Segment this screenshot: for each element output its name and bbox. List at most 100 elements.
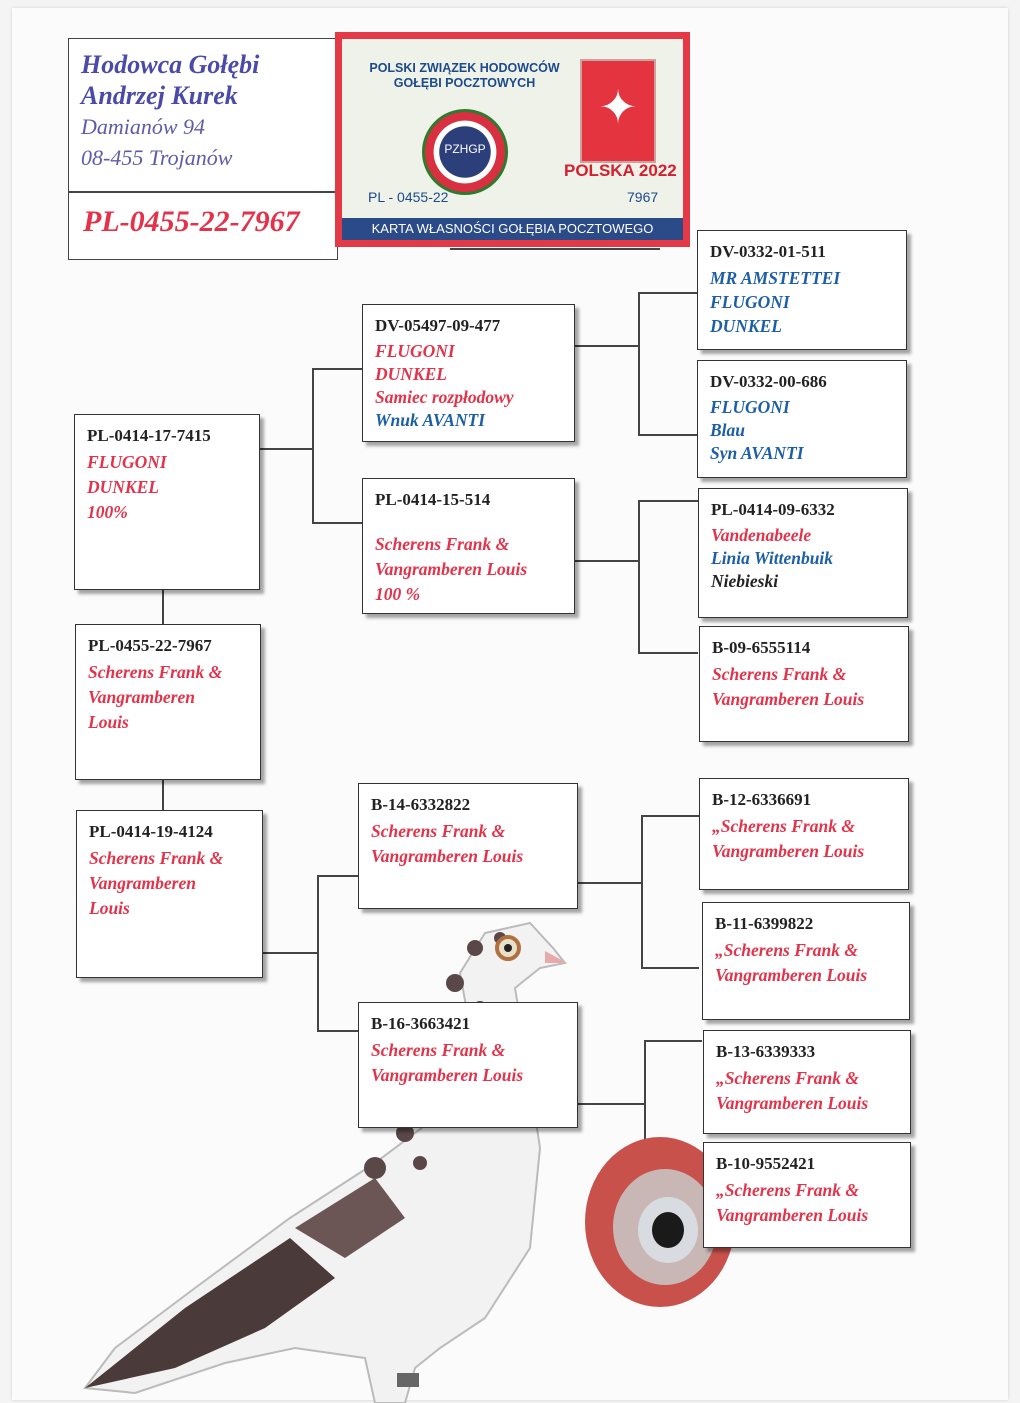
great-grandparent-6-box: B-11-6399822 „Scherens Frank & Vangrambe… xyxy=(702,902,910,1020)
owner-block: Hodowca Gołębi Andrzej Kurek Damianów 94… xyxy=(68,38,338,260)
connector-dam-out xyxy=(263,952,318,954)
gg1-line: FLUGONI xyxy=(710,292,790,312)
connector-to-gg1 xyxy=(638,292,698,294)
sire-line: FLUGONI xyxy=(87,452,167,472)
dam-dam-line: Vangramberen Louis xyxy=(371,1065,524,1085)
connector-dam-vertical xyxy=(317,875,319,1030)
connector-to-gg2 xyxy=(638,434,698,436)
card-org-line2: GOŁĘBI POCZTOWYCH xyxy=(393,76,536,90)
dam-sire-line: Scherens Frank & xyxy=(371,821,506,841)
subject-id: PL-0455-22-7967 xyxy=(88,636,212,655)
sire-dam-line: Vangramberen Louis xyxy=(375,559,528,579)
sire-sire-line: DUNKEL xyxy=(375,364,447,384)
dam-dam-id: B-16-3663421 xyxy=(371,1014,471,1033)
connector-sire-subject xyxy=(162,590,164,625)
gg7-line: Vangramberen Louis xyxy=(716,1093,869,1113)
connector-ds-vertical xyxy=(641,815,643,967)
sire-id: PL-0414-17-7415 xyxy=(87,426,211,445)
dam-sire-line: Vangramberen Louis xyxy=(371,846,524,866)
gg3-line: Niebieski xyxy=(711,571,779,591)
sire-dam-line: 100 % xyxy=(375,584,421,604)
connector-sire-vertical xyxy=(312,368,314,522)
sire-sire-box: DV-05497-09-477 FLUGONI DUNKEL Samiec ro… xyxy=(362,304,575,442)
gg6-line: Vangramberen Louis xyxy=(715,965,868,985)
card-organisation: POLSKI ZWIĄZEK HODOWCÓW GOŁĘBI POCZTOWYC… xyxy=(352,61,577,91)
connector-ss-out xyxy=(575,345,640,347)
gg1-line: DUNKEL xyxy=(710,316,782,336)
great-grandparent-1-box: DV-0332-01-511 MR AMSTETTEI FLUGONI DUNK… xyxy=(697,230,907,350)
card-ring-prefix: PL - 0455-22 xyxy=(368,189,449,205)
great-grandparent-8-box: B-10-9552421 „Scherens Frank & Vangrambe… xyxy=(703,1142,911,1248)
gg2-line: FLUGONI xyxy=(710,397,790,417)
dam-dam-box: B-16-3663421 Scherens Frank & Vangramber… xyxy=(358,1002,578,1128)
gg8-line: Vangramberen Louis xyxy=(716,1205,869,1225)
connector-to-gg7 xyxy=(644,1040,702,1042)
sire-dam-box: PL-0414-15-514 Scherens Frank & Vangramb… xyxy=(362,478,575,614)
gg3-line: Linia Wittenbuik xyxy=(711,548,834,568)
gg6-id: B-11-6399822 xyxy=(715,914,814,933)
gg8-id: B-10-9552421 xyxy=(716,1154,816,1173)
gg5-id: B-12-6336691 xyxy=(712,790,812,809)
sire-dam-id: PL-0414-15-514 xyxy=(375,490,491,509)
dam-dam-line: Scherens Frank & xyxy=(371,1040,506,1060)
sire-line: DUNKEL xyxy=(87,477,159,497)
pzhgp-logo: PZHGP xyxy=(422,109,508,195)
great-grandparent-2-box: DV-0332-00-686 FLUGONI Blau Syn AVANTI xyxy=(697,360,907,478)
gg8-line: „Scherens Frank & xyxy=(716,1180,859,1200)
owner-address-line1: Damianów 94 xyxy=(81,114,206,139)
sire-box: PL-0414-17-7415 FLUGONI DUNKEL 100% xyxy=(74,414,260,590)
connector-sd-vertical xyxy=(638,500,640,652)
owner-name-line1: Hodowca Gołębi xyxy=(81,50,260,79)
connector-sire-out xyxy=(260,448,312,450)
gg4-line: Scherens Frank & xyxy=(712,664,847,684)
gg6-line: „Scherens Frank & xyxy=(715,940,858,960)
connector-to-gg4 xyxy=(638,652,698,654)
subject-box: PL-0455-22-7967 Scherens Frank & Vangram… xyxy=(75,624,261,780)
card-ring-number: 7967 xyxy=(627,189,659,205)
connector-to-dam-sire xyxy=(317,875,359,877)
connector-dd-out xyxy=(578,1103,646,1105)
gg1-id: DV-0332-01-511 xyxy=(710,242,826,261)
gg4-id: B-09-6555114 xyxy=(712,638,811,657)
gg2-line: Syn AVANTI xyxy=(710,443,804,463)
connector-subject-dam xyxy=(162,780,164,810)
connector-ds-out xyxy=(578,882,643,884)
gg2-line: Blau xyxy=(710,420,746,440)
connector-ss-vertical xyxy=(638,292,640,434)
sire-sire-line: FLUGONI xyxy=(375,341,455,361)
connector-to-sire-sire xyxy=(312,368,362,370)
dam-id: PL-0414-19-4124 xyxy=(89,822,213,841)
gg3-id: PL-0414-09-6332 xyxy=(711,500,835,519)
pigeon-eye-illustration xyxy=(585,1137,735,1307)
gg5-line: Vangramberen Louis xyxy=(712,841,865,861)
card-connector xyxy=(450,248,660,250)
sire-dam-line: Scherens Frank & xyxy=(375,534,510,554)
connector-to-gg6 xyxy=(641,967,699,969)
sire-sire-id: DV-05497-09-477 xyxy=(375,316,501,335)
owner-divider xyxy=(69,191,337,193)
great-grandparent-5-box: B-12-6336691 „Scherens Frank & Vangrambe… xyxy=(699,778,909,890)
gg5-line: „Scherens Frank & xyxy=(712,816,855,836)
dam-line: Scherens Frank & xyxy=(89,848,224,868)
great-grandparent-3-box: PL-0414-09-6332 Vandenabeele Linia Witte… xyxy=(698,488,908,618)
connector-to-gg3 xyxy=(638,500,698,502)
gg1-line: MR AMSTETTEI xyxy=(710,268,841,288)
ownership-card: POLSKI ZWIĄZEK HODOWCÓW GOŁĘBI POCZTOWYC… xyxy=(335,32,690,247)
sire-sire-line: Wnuk AVANTI xyxy=(375,410,486,430)
owner-ring-number: PL-0455-22-7967 xyxy=(83,205,300,238)
dam-sire-id: B-14-6332822 xyxy=(371,795,471,814)
connector-to-gg5 xyxy=(641,815,699,817)
dam-line: Louis xyxy=(89,898,130,918)
great-grandparent-7-box: B-13-6339333 „Scherens Frank & Vangrambe… xyxy=(703,1030,911,1134)
dam-box: PL-0414-19-4124 Scherens Frank & Vangram… xyxy=(76,810,263,978)
card-footer: KARTA WŁASNOŚCI GOŁĘBIA POCZTOWEGO xyxy=(342,218,683,240)
card-org-line1: POLSKI ZWIĄZEK HODOWCÓW xyxy=(369,61,560,75)
gg4-line: Vangramberen Louis xyxy=(712,689,865,709)
gg7-id: B-13-6339333 xyxy=(716,1042,816,1061)
sire-line: 100% xyxy=(87,502,128,522)
subject-line: Louis xyxy=(88,712,129,732)
gg2-id: DV-0332-00-686 xyxy=(710,372,827,391)
dam-line: Vangramberen xyxy=(89,873,196,893)
owner-address-line2: 08-455 Trojanów xyxy=(81,145,233,170)
connector-dd-vertical xyxy=(644,1040,646,1182)
